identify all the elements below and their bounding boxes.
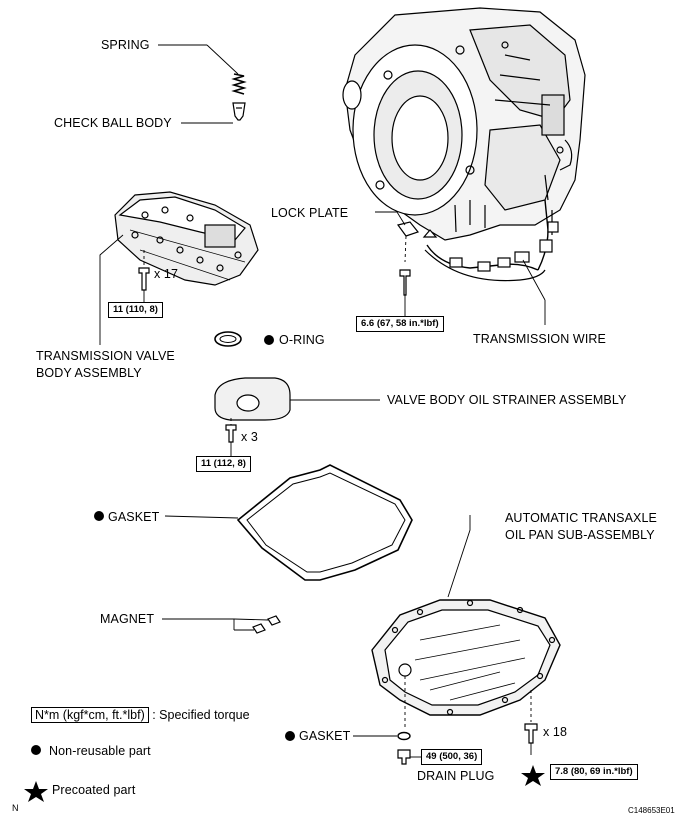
o-ring-part [214,331,242,347]
oil-pan-bolt [524,723,538,755]
non-reusable-dot-icon [285,731,295,741]
torque-oil-pan: 7.8 (80, 69 in.*lbf) [550,764,638,780]
valve-body-oil-strainer [214,377,380,456]
corner-letter: N [12,803,19,813]
oil-pan [371,515,561,730]
label-magnet: MAGNET [100,612,155,626]
legend-non-reusable: Non-reusable part [49,744,151,758]
spring-part [158,44,247,95]
non-reusable-dot-icon [31,745,41,755]
oil-pan-gasket [164,464,413,581]
magnets [162,615,281,634]
label-o-ring: O-RING [279,333,325,347]
torque-strainer: 11 (112, 8) [196,456,251,472]
label-oil-pan: AUTOMATIC TRANSAXLE OIL PAN SUB-ASSEMBLY [505,511,657,542]
transmission-valve-body [99,191,259,345]
transmission-wire [422,199,559,325]
label-gasket-lower: GASKET [299,729,351,743]
torque-drain-plug: 49 (500, 36) [421,749,483,765]
label-spring: SPRING [101,38,150,52]
label-valve-body-oil-strainer: VALVE BODY OIL STRAINER ASSEMBLY [387,393,627,407]
label-drain-plug: DRAIN PLUG [417,769,495,783]
label-transmission-valve-body: TRANSMISSION VALVE BODY ASSEMBLY [36,349,175,380]
drain-plug-parts [353,731,421,765]
label-gasket-upper: GASKET [108,510,160,524]
label-transmission-wire: TRANSMISSION WIRE [473,332,606,346]
legend-torque: N*m (kgf*cm, ft.*lbf) : Specified torque [31,707,250,723]
figure-code: C148653E01 [628,806,675,815]
check-ball-body [181,102,246,124]
label-lock-plate: LOCK PLATE [271,206,349,220]
label-valve-body-bolt-qty: x 17 [154,267,179,281]
lock-plate [375,211,420,316]
precoated-star-icon [521,765,545,786]
legend-precoated: Precoated part [52,783,136,797]
label-oil-pan-bolt-qty: x 18 [543,725,568,739]
legend-torque-box: N*m (kgf*cm, ft.*lbf) [31,707,149,723]
legend-torque-desc: : Specified torque [152,708,250,722]
label-check-ball-body: CHECK BALL BODY [54,116,172,130]
torque-lock-plate: 6.6 (67, 58 in.*lbf) [356,316,444,332]
non-reusable-dot-icon [94,511,104,521]
label-strainer-bolt-qty: x 3 [241,430,258,444]
torque-valve-body: 11 (110, 8) [108,302,163,318]
transmission-case [342,7,586,241]
precoated-star-icon [24,781,48,802]
non-reusable-dot-icon [264,335,274,345]
